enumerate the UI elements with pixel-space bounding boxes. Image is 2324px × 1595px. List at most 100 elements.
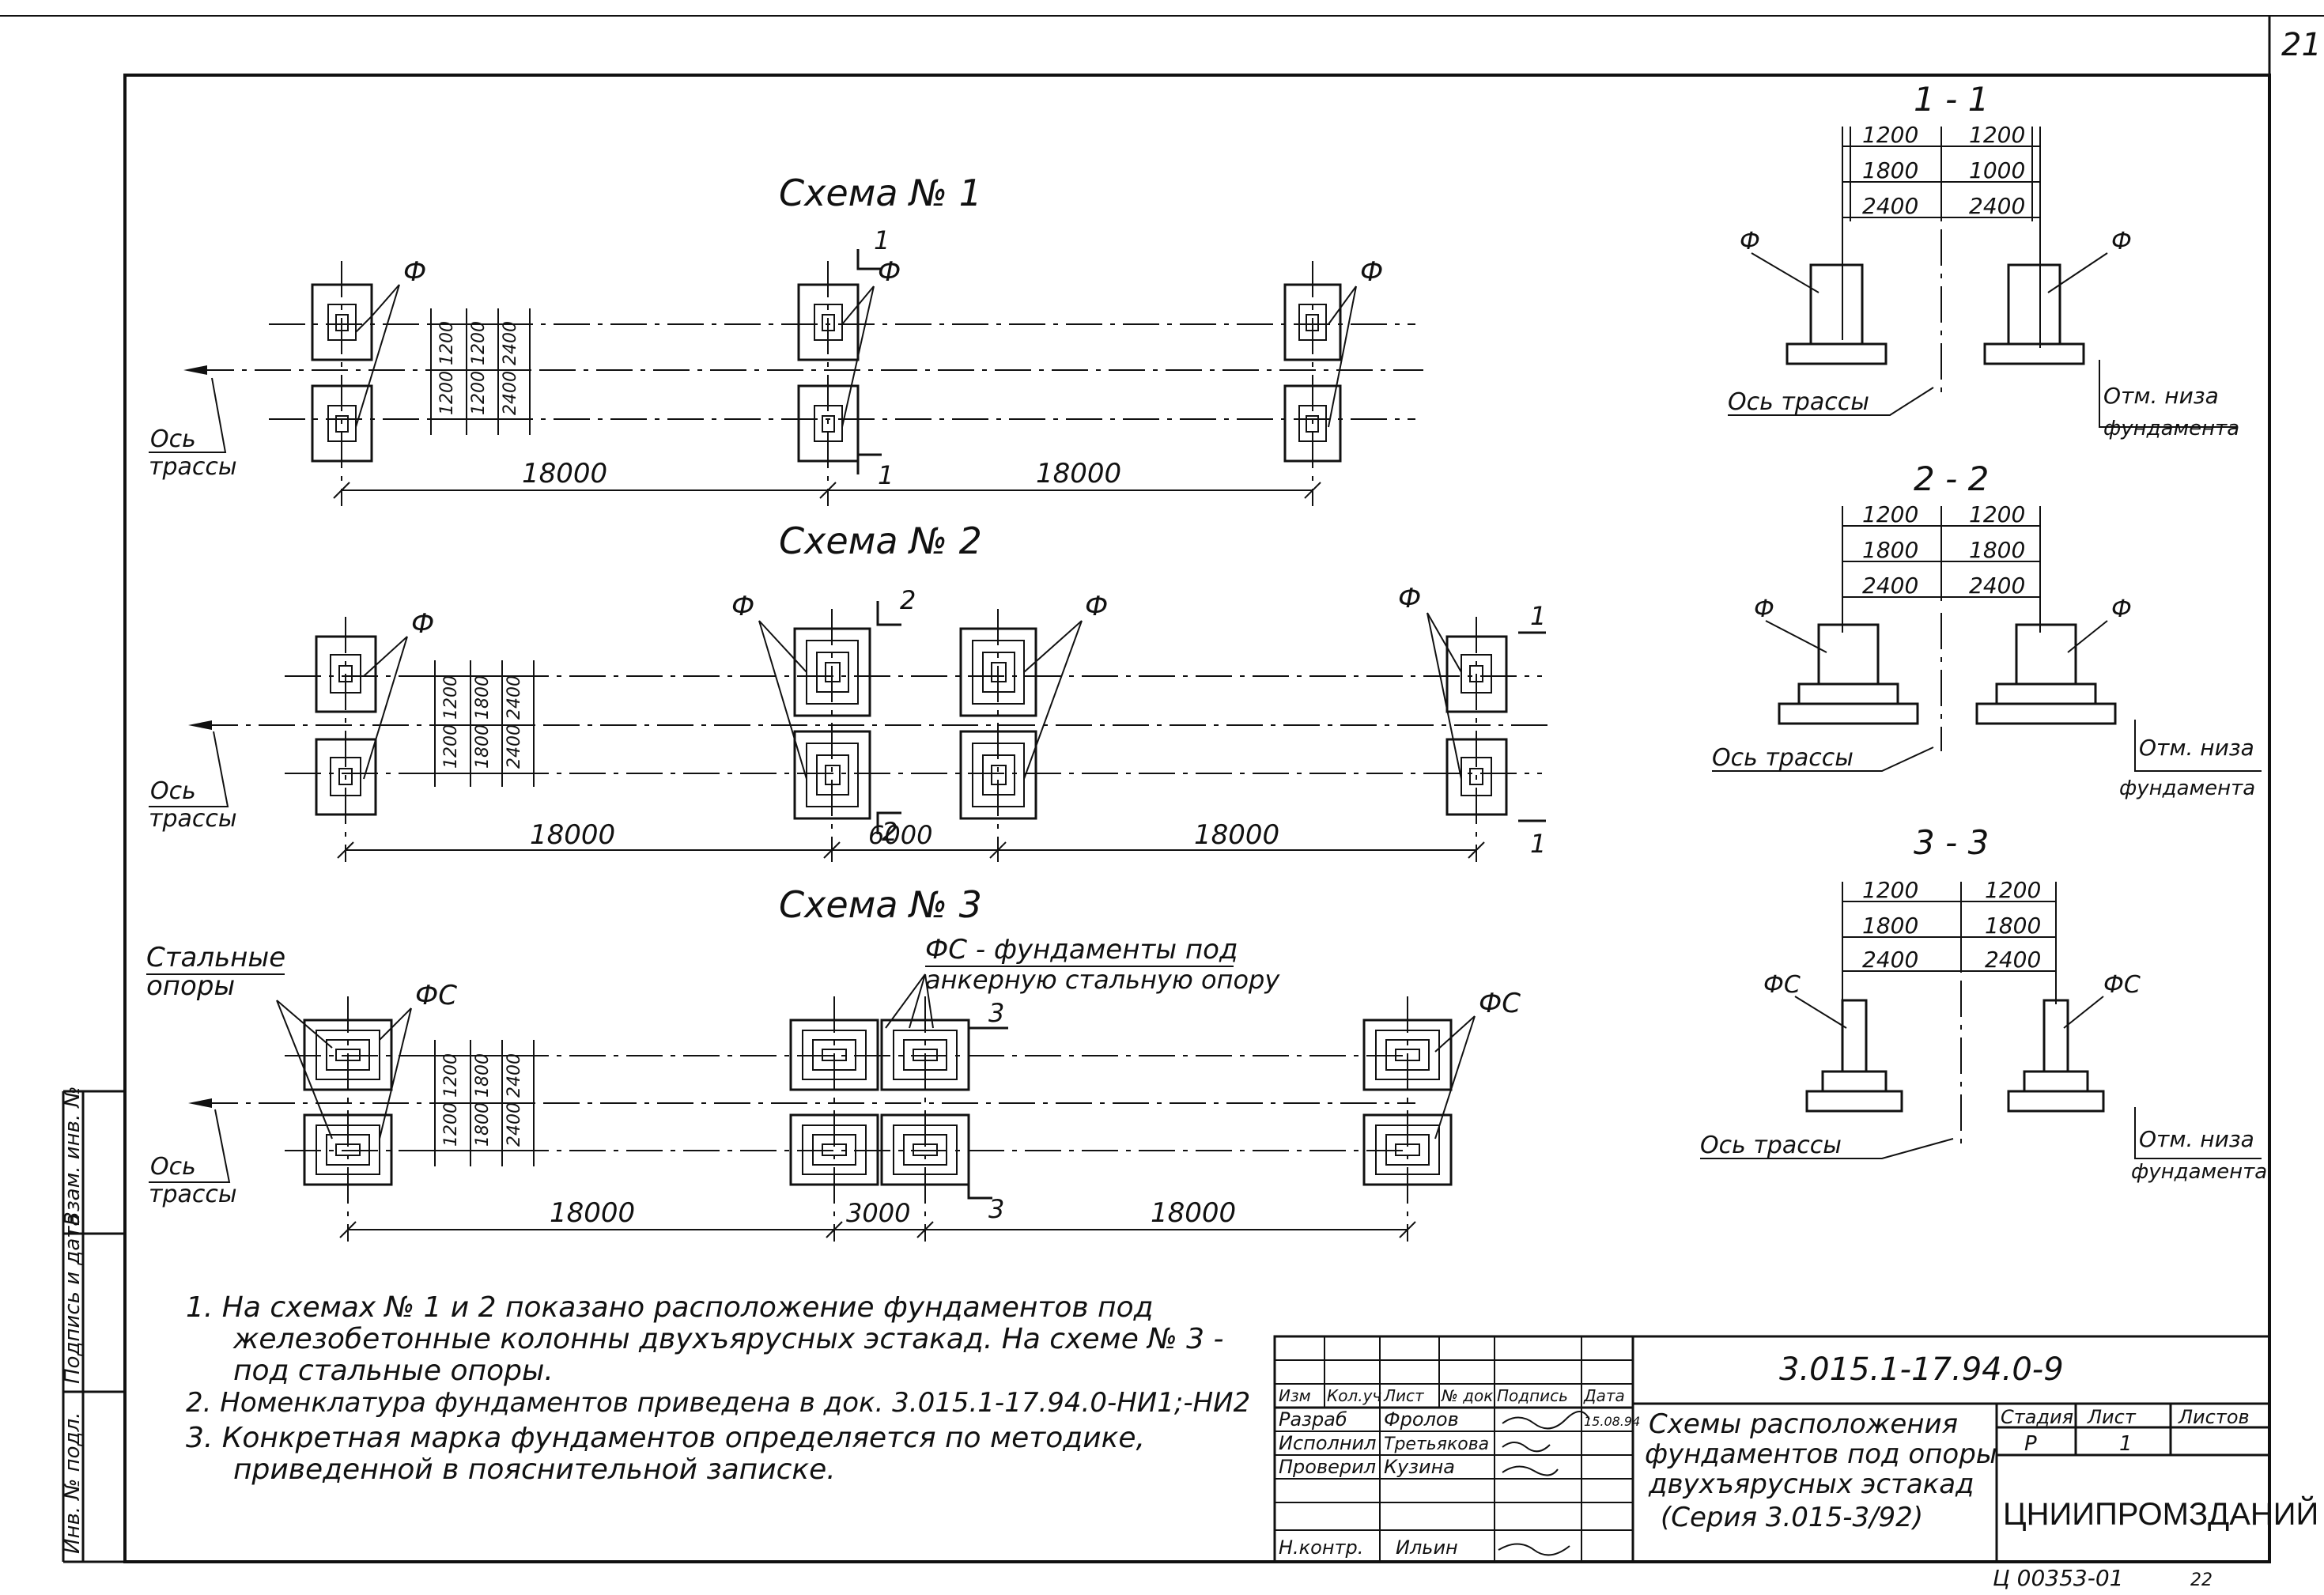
note-3-line-2: приведенной в пояснительной записке. [233, 1453, 836, 1486]
svg-text:2400: 2400 [1862, 947, 1918, 973]
section-3-3: 3 - 3 1200 1200 1800 1800 2400 2400 ФС Ф… [1700, 823, 2267, 1184]
scheme-1-span-2: 18000 [1036, 458, 1121, 489]
svg-text:1800: 1800 [473, 1102, 493, 1147]
svg-text:1800: 1800 [473, 724, 493, 769]
notes: 1. На схемах № 1 и 2 показано расположен… [186, 1291, 1250, 1486]
scheme-3-span-2: 18000 [1151, 1197, 1236, 1229]
section-2-2-title: 2 - 2 [1914, 459, 1989, 498]
side-stamp: Взам. инв. № Подпись и дата Инв. № подл. [61, 1086, 127, 1563]
svg-text:1800: 1800 [1985, 913, 2041, 939]
scheme-1-section-mark-top: 1 [874, 225, 890, 255]
doc-title-line-3: двухъярусных эстакад [1648, 1468, 1974, 1500]
svg-text:1200: 1200 [469, 371, 489, 415]
scheme-2-f-label-1: Ф [411, 608, 434, 640]
scheme-3-section-mark-bottom: 3 [988, 1194, 1004, 1224]
svg-text:2400: 2400 [504, 1053, 524, 1098]
svg-text:Ильин: Ильин [1396, 1536, 1458, 1559]
svg-text:2400: 2400 [1862, 573, 1918, 599]
section-2-2-f-right: Ф [2111, 595, 2132, 623]
stamp-sign-date: Подпись и дата [61, 1214, 85, 1384]
svg-text:Дата: Дата [1583, 1386, 1625, 1405]
steel-supports-label-1: Стальные [146, 942, 285, 973]
steel-supports-label-2: опоры [146, 970, 235, 1002]
svg-text:1200: 1200 [1969, 122, 2025, 148]
scheme-3-axis-arrow [188, 1098, 212, 1108]
svg-text:1800: 1800 [1969, 537, 2025, 563]
scheme-1: Схема № 1 Ф Ф Ф 1 1 [149, 172, 1423, 506]
scheme-3-fs-label-2: ФС [1479, 988, 1521, 1019]
svg-text:2400: 2400 [1969, 193, 2025, 219]
scheme-2-span-2: 18000 [1194, 819, 1279, 851]
fs-note-line-1: ФС - фундаменты под [925, 934, 1238, 966]
svg-text:1800: 1800 [473, 675, 493, 720]
scheme-3: Схема № 3 Стальные опоры ФС ФС - фундаме… [146, 883, 1521, 1242]
section-3-3-title: 3 - 3 [1914, 823, 1989, 862]
note-2: 2. Номенклатура фундаментов приведена в … [186, 1387, 1250, 1419]
svg-text:Кузина: Кузина [1384, 1456, 1455, 1478]
scheme-2-end-mark-top: 1 [1530, 601, 1546, 631]
scheme-2-f-label-2: Ф [731, 591, 754, 622]
section-1-1-mark-2: фундамента [2103, 417, 2239, 440]
svg-text:1200: 1200 [441, 675, 461, 720]
svg-text:1800: 1800 [1862, 913, 1918, 939]
scheme-1-axis-label-2: трассы [149, 453, 237, 481]
section-1-1-mark-1: Отм. низа [2103, 383, 2219, 409]
fs-note-line-2: анкерную стальную опору [925, 965, 1280, 995]
svg-text:Изм: Изм [1279, 1386, 1311, 1405]
svg-text:Стадия: Стадия [2001, 1406, 2073, 1428]
doc-title-line-1: Схемы расположения [1649, 1408, 1958, 1440]
scheme-3-gap: 3000 [846, 1198, 910, 1228]
scheme-3-axis-label-2: трассы [149, 1181, 237, 1208]
svg-text:Третьякова: Третьякова [1384, 1434, 1489, 1454]
section-2-2-mark-1: Отм. низа [2139, 735, 2254, 761]
svg-text:2400: 2400 [504, 1102, 524, 1147]
section-3-3-mark-1: Отм. низа [2139, 1126, 2254, 1152]
scheme-3-title: Схема № 3 [779, 883, 982, 926]
scheme-2-title: Схема № 2 [779, 520, 982, 562]
scheme-2-vertical-dims: 1200 1800 2400 1200 1800 2400 [434, 660, 535, 787]
scheme-1-section-mark-bottom: 1 [878, 460, 894, 490]
svg-text:Лист: Лист [1383, 1386, 1425, 1405]
scheme-2-axis-arrow [188, 720, 212, 730]
section-3-3-fs-right: ФС [2103, 971, 2141, 999]
section-3-3-axis: Ось трассы [1700, 1132, 1842, 1159]
scheme-2-end-mark-bottom: 1 [1530, 829, 1546, 859]
svg-text:2400: 2400 [1969, 573, 2025, 599]
scheme-3-vertical-dims: 1200 1800 2400 1200 1800 2400 [434, 1040, 535, 1166]
scheme-2-foundations [315, 627, 1508, 820]
section-3-3-fs-left: ФС [1763, 971, 1801, 999]
svg-text:1800: 1800 [1862, 157, 1918, 183]
svg-text:2400: 2400 [501, 321, 520, 365]
svg-text:№ док: № док [1441, 1386, 1493, 1405]
svg-text:2400: 2400 [1862, 193, 1918, 219]
scheme-1-f-label-2: Ф [878, 256, 901, 288]
svg-text:1200: 1200 [441, 1102, 461, 1147]
svg-text:Кол.уч: Кол.уч [1327, 1386, 1381, 1405]
svg-text:1200: 1200 [1969, 501, 2025, 527]
note-3-line-1: 3. Конкретная марка фундаментов определя… [186, 1422, 1145, 1454]
svg-text:1800: 1800 [1862, 537, 1918, 563]
svg-text:1200: 1200 [437, 321, 457, 365]
svg-text:1200: 1200 [1862, 122, 1918, 148]
stage-value: Р [2024, 1432, 2037, 1456]
scheme-2-axis-label-1: Ось [150, 777, 196, 805]
svg-text:1200: 1200 [437, 371, 457, 415]
scheme-1-axis-arrow [183, 365, 207, 375]
scheme-3-span-1: 18000 [550, 1197, 635, 1229]
scheme-2-section-mark-bottom: 2 [882, 817, 897, 847]
svg-text:Подпись: Подпись [1497, 1386, 1568, 1405]
note-1-line-3: под стальные опоры. [233, 1355, 554, 1387]
section-1-1-f-left: Ф [1740, 228, 1760, 255]
svg-text:15.08.94: 15.08.94 [1584, 1414, 1640, 1429]
bottom-code: Ц 00353-01 [1993, 1565, 2123, 1591]
sheet-frame [123, 74, 2271, 1563]
svg-text:1200: 1200 [469, 321, 489, 365]
scheme-2-span-1: 18000 [530, 819, 615, 851]
scheme-2: Схема № 2 Ф Ф Ф Ф 2 2 1 [149, 520, 1550, 862]
svg-text:1800: 1800 [473, 1053, 493, 1098]
svg-text:1200: 1200 [441, 1053, 461, 1098]
svg-text:1200: 1200 [1985, 877, 2041, 903]
scheme-2-gap: 6000 [868, 820, 932, 850]
section-1-1-f-right: Ф [2111, 228, 2132, 255]
